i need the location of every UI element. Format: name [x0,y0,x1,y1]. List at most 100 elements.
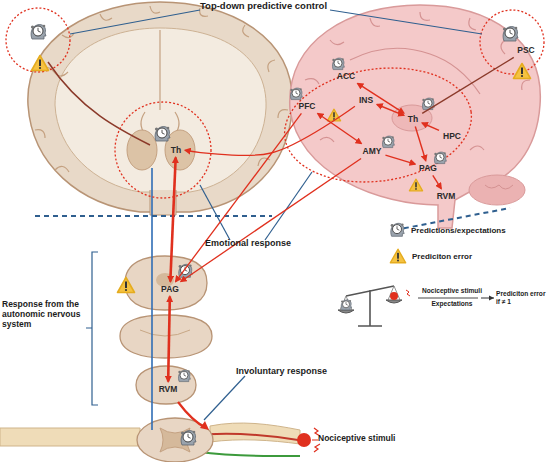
brain-region: Th [406,114,420,125]
error-icons [32,56,49,71]
figure-label: Nociceptive stimuli [318,434,428,444]
pathway-arrow [422,57,514,113]
prediction-icons [178,370,190,382]
region-label: AMY [363,147,382,156]
error-icons [118,278,135,293]
descending-pathway [48,62,209,430]
brain-region: PAG [159,284,181,295]
region-dotted-outlines [480,10,544,74]
brainstem-slices [120,315,212,358]
section-dashed-lines [35,215,272,217]
nociceptive-stimulus [297,433,311,447]
prediction-icons [382,136,394,148]
region-label: INS [359,96,373,105]
error-icons [514,64,531,79]
coronal-brain [55,28,266,192]
leader-lines [204,376,245,420]
leader-lines [330,10,482,34]
balance-scale [390,292,398,300]
pathway-arrow [185,106,355,155]
region-label: RVM [437,192,456,201]
brain-region: ACC [335,71,357,82]
balance-scale [418,298,478,299]
coronal-brain [159,30,160,110]
legend-text: Prediciton error [412,252,472,261]
region-label: Th [408,115,418,124]
coronal-brain [150,190,176,215]
pathway-arrow [318,113,361,143]
brainstem-slices [120,256,212,404]
brain-region: HPC [441,131,463,142]
sagittal-brain [305,12,530,150]
region-label: PFC [299,102,316,111]
figure-label: Response from the autonomic nervous syst… [2,300,86,329]
pathway-arrow [385,155,415,164]
legend-icon [388,221,406,239]
region-label: ACC [337,72,355,81]
legend-item: Prediciton error [389,247,472,265]
brain-region: Th [169,145,183,156]
pathway-arrow [415,126,425,160]
nerves [0,428,140,446]
prediction-icons [503,27,518,41]
figure-label: Top-down predictive control [200,1,340,12]
brain-region: RVM [435,191,458,202]
leader-lines [200,185,230,240]
pathway-arrow [176,113,302,281]
region-label: PAG [419,164,437,173]
descending-pathway [151,168,153,430]
legend-item: Predictions/expectations [388,221,506,239]
pathway-arrow [181,158,361,281]
pathway-arrow [422,123,439,130]
region-label: Th [171,146,181,155]
leader-lines [265,172,312,240]
legend-icon [389,247,407,265]
prediction-icons [31,25,518,445]
coronal-brain [28,2,293,212]
error-icons [32,56,531,293]
region-label: RVM [159,385,178,394]
balance-scale [489,296,494,301]
leader-lines [70,10,482,420]
region-dotted-outlines [6,8,544,198]
brain-region: INS [357,95,375,106]
brainstem-slices [140,330,190,336]
legend-icon [391,223,405,236]
brainstem-slices [125,256,207,310]
figure-label: Emotional response [205,238,305,248]
balance-scale [338,286,494,326]
brainstem-slices [136,366,196,404]
prediction-icons [179,264,193,277]
pathway-arrow [170,157,175,281]
figure-label: Involuntary response [236,366,346,376]
prediction-icons [434,152,446,164]
brain-region: PFC [297,101,318,112]
brain-region: RVM [157,384,180,395]
nociceptive-stimulus [297,428,320,452]
region-dotted-outlines [6,8,70,72]
region-label: HPC [443,132,461,141]
leader-lines [86,252,98,405]
brain-region: AMY [361,146,384,157]
brain-region: PAG [417,163,439,174]
pathway-arrow [168,296,170,381]
balance-scale [346,286,394,326]
prediction-icons [181,431,196,445]
prediction-icons [332,58,344,70]
pathway-arrow [358,83,404,113]
pathway-arrow [433,175,441,188]
balance-scale [341,300,352,310]
balance-scale [340,286,400,310]
sagittal-brain [469,175,525,205]
leader-lines [70,10,200,34]
pathway-arrow [377,104,404,115]
sagittal-brain [485,185,513,189]
region-label: PAG [161,285,179,294]
figure-label: Expectations [412,300,492,308]
prediction-icons [290,88,302,100]
prediction-icons [155,127,170,141]
error-icons [327,109,340,121]
coronal-brain [35,6,288,172]
balance-scale [338,300,402,313]
